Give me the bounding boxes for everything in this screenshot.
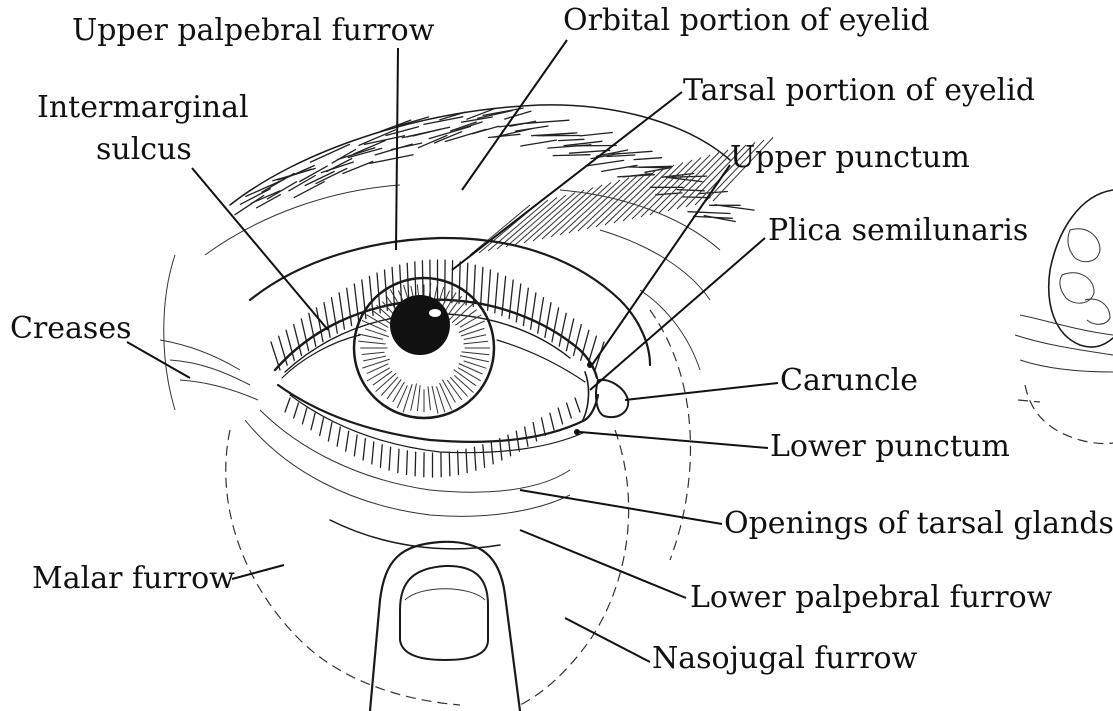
- fingernail: [400, 566, 488, 660]
- leader-caruncle: [625, 383, 778, 400]
- label-openings-tarsal-glands: Openings of tarsal glands: [724, 506, 1113, 541]
- label-nasojugal-furrow: Nasojugal furrow: [652, 641, 918, 676]
- leader-nasojugal-furrow: [565, 618, 650, 662]
- label-tarsal-portion: Tarsal portion of eyelid: [683, 73, 1035, 108]
- eye-illustration: [160, 105, 1113, 711]
- lower-palpebral-furrow-line: [330, 520, 500, 549]
- leader-tarsal-portion: [452, 92, 682, 270]
- label-orbital-portion: Orbital portion of eyelid: [563, 3, 930, 38]
- label-creases: Creases: [10, 311, 131, 346]
- pupil: [390, 295, 450, 355]
- leader-plica-semilunaris: [590, 238, 765, 390]
- label-plica-semilunaris: Plica semilunaris: [768, 213, 1028, 248]
- leader-malar-furrow: [232, 565, 284, 579]
- label-caruncle: Caruncle: [780, 363, 918, 398]
- upper-palpebral-furrow-line: [250, 238, 650, 365]
- label-malar-furrow: Malar furrow: [32, 561, 235, 596]
- leader-intermarginal-sulcus: [192, 168, 328, 330]
- labels: Upper palpebral furrow Orbital portion o…: [10, 3, 1113, 676]
- leader-openings-tarsal-glands: [520, 490, 722, 524]
- lower-punctum-dot: [574, 429, 580, 435]
- finger: [370, 542, 520, 711]
- leader-upper-palpebral-furrow: [396, 48, 398, 250]
- caruncle-shape: [596, 380, 628, 417]
- label-upper-palpebral-furrow: Upper palpebral furrow: [72, 13, 435, 48]
- lower-eyelashes: [285, 398, 580, 477]
- label-lower-punctum: Lower punctum: [770, 429, 1010, 464]
- leader-lower-palpebral-furrow: [520, 530, 686, 598]
- leader-lower-punctum: [580, 432, 768, 448]
- plica-semilunaris-shape: [583, 372, 589, 420]
- label-lower-palpebral-furrow: Lower palpebral furrow: [690, 580, 1053, 615]
- leader-creases: [127, 342, 190, 378]
- label-sulcus: sulcus: [96, 132, 192, 167]
- adjacent-figure-fragment: [1015, 190, 1113, 444]
- label-upper-punctum: Upper punctum: [730, 140, 970, 175]
- label-intermarginal: Intermarginal: [37, 90, 249, 125]
